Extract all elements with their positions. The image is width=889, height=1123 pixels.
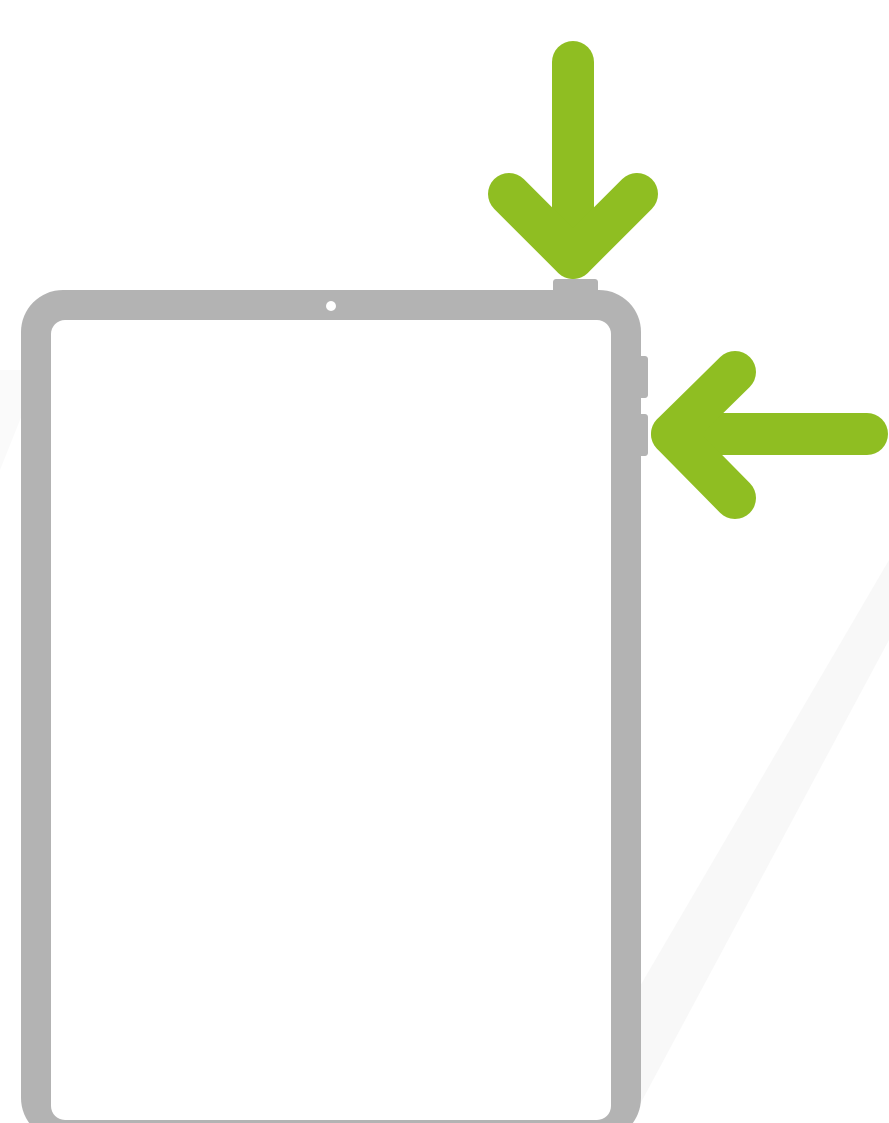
front-camera-icon bbox=[326, 301, 336, 311]
arrow-down-icon bbox=[509, 62, 637, 258]
tablet-outline-icon bbox=[21, 279, 648, 1123]
device-screen bbox=[51, 320, 611, 1120]
arrow-left-icon bbox=[672, 372, 867, 498]
